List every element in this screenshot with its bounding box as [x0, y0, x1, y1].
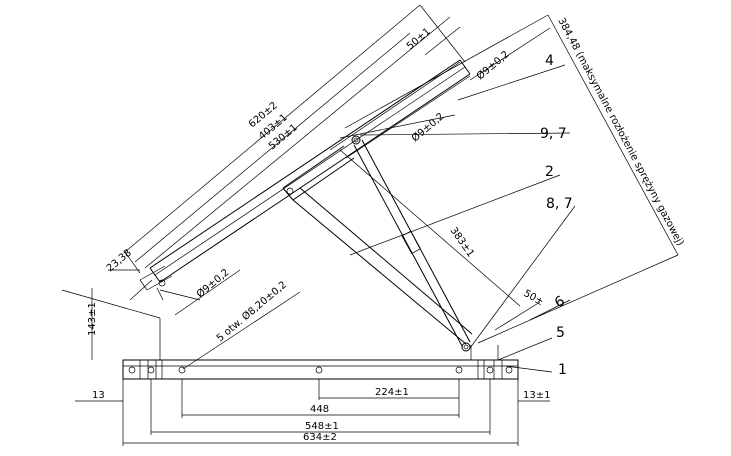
part-callouts: 4 9, 7 2 8, 7 6 5 1	[540, 53, 573, 378]
holes-note: 5 otw. Ø8,20±0,2	[214, 279, 289, 345]
dim-d9-mid: Ø9±0,2	[409, 110, 446, 144]
callout-2: 2	[545, 164, 554, 180]
dim-50-bottom: 50±	[522, 288, 546, 308]
base-plate	[122, 345, 519, 380]
dim-13-left: 13	[92, 390, 105, 401]
dim-50-top: 50±1	[405, 26, 433, 52]
callout-9-7: 9, 7	[540, 126, 567, 142]
dim-383: 383±1	[448, 225, 476, 259]
dim-d9-low: Ø9±0,2	[194, 266, 231, 300]
dim-384-48: 384,48 (maksymalne rozłożenie sprężyny g…	[555, 16, 685, 248]
callout-4: 4	[545, 53, 554, 69]
dim-d9-top: Ø9±0,2	[474, 48, 511, 82]
callout-8-7: 8, 7	[546, 196, 573, 212]
lid-arm	[129, 59, 471, 301]
dimension-lines	[61, 4, 679, 446]
dim-548: 548±1	[305, 421, 339, 432]
callout-5: 5	[556, 325, 565, 341]
gas-spring	[353, 139, 471, 352]
dim-224: 224±1	[375, 387, 409, 398]
callout-1: 1	[558, 362, 567, 378]
dim-448: 448	[310, 404, 329, 415]
dim-13-right: 13±1	[523, 390, 550, 401]
dim-143: 143±1	[87, 302, 98, 336]
dim-634: 634±2	[303, 432, 337, 443]
lower-arm	[282, 145, 473, 345]
